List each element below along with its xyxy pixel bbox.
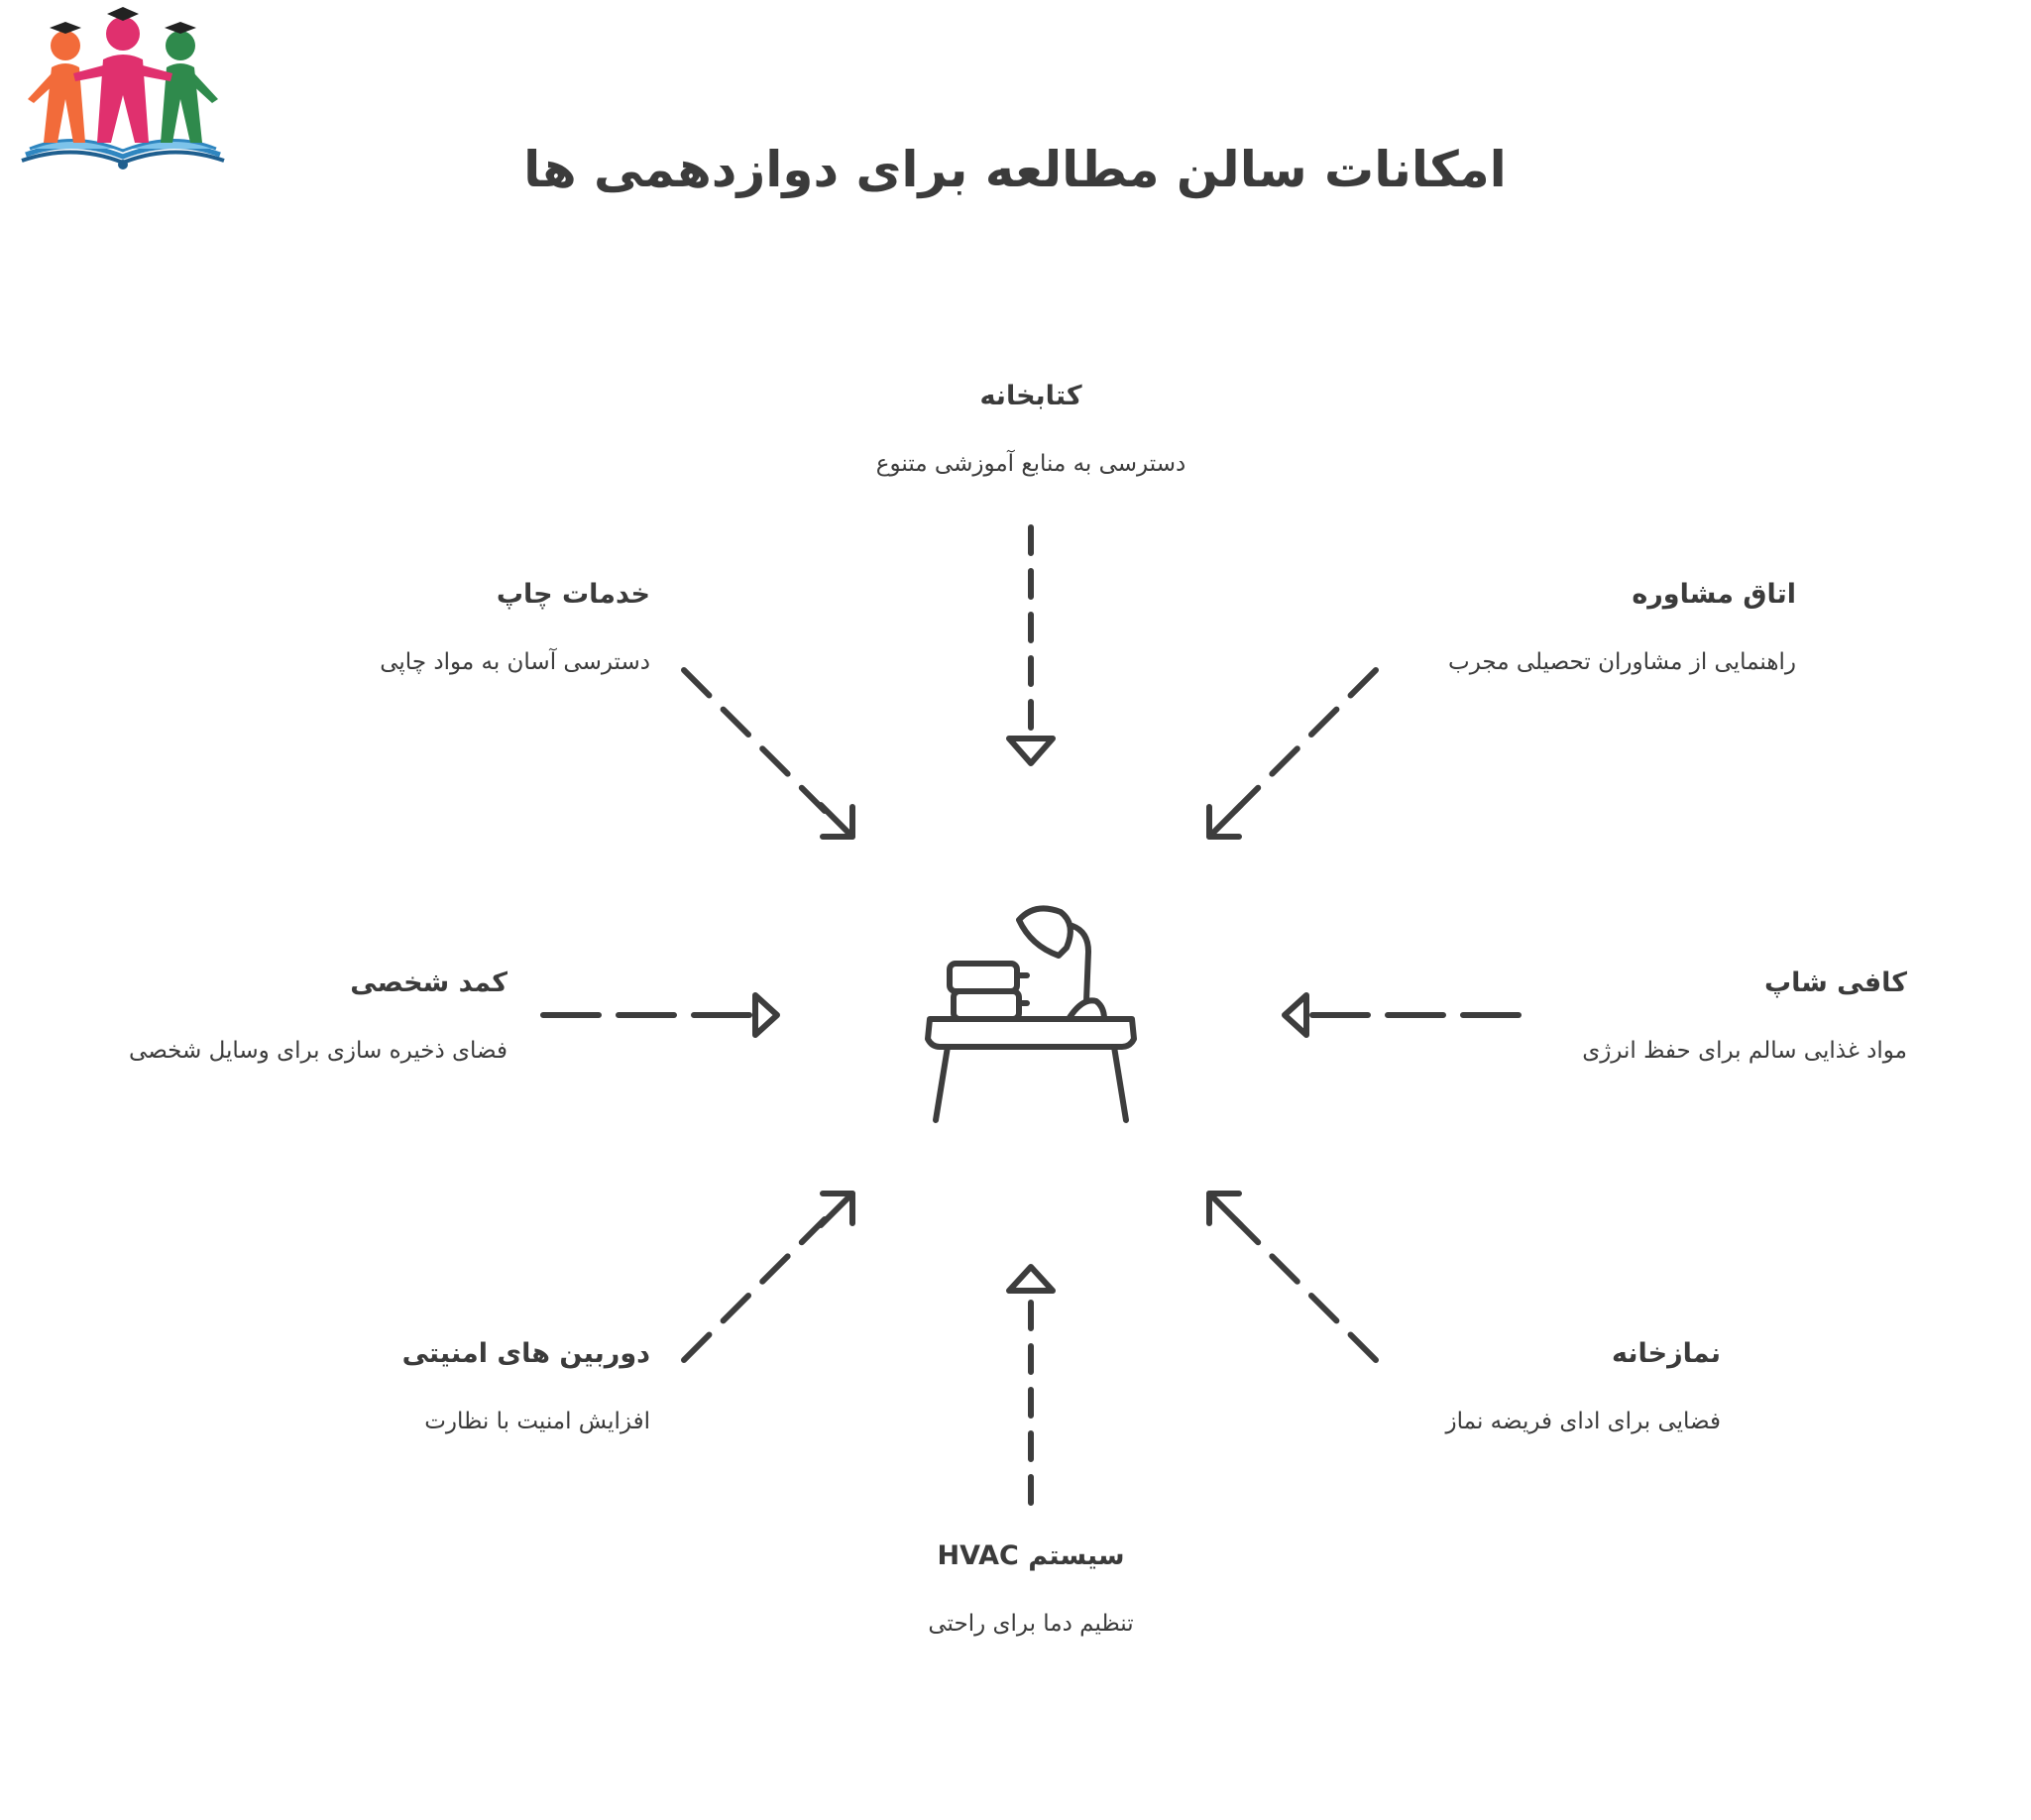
page-title: امکانات سالن مطالعه برای دوازدهمی ها (523, 141, 1507, 198)
arrow-coffee (1282, 992, 1522, 1038)
node-title: دوربین های امنیتی (401, 1338, 650, 1369)
arrow-prayer (1206, 1191, 1379, 1363)
node-description: فضایی برای ادای فریضه نماز (1445, 1409, 1721, 1434)
node-description: افزایش امنیت با نظارت (424, 1409, 650, 1434)
node-description: تنظیم دما برای راحتی (928, 1611, 1134, 1637)
node-coffee: کافی شاپ مواد غذایی سالم برای حفظ انرژی (1558, 967, 1907, 1064)
node-description: مواد غذایی سالم برای حفظ انرژی (1582, 1038, 1907, 1064)
arrow-print (681, 667, 855, 840)
node-cameras: دوربین های امنیتی افزایش امنیت با نظارت (373, 1338, 650, 1434)
node-counseling: اتاق مشاوره راهنمایی از مشاوران تحصیلی م… (1419, 579, 1796, 675)
node-description: فضای ذخیره سازی برای وسایل شخصی (129, 1038, 508, 1064)
education-logo-icon (21, 7, 225, 170)
study-desk-icon (925, 905, 1137, 1123)
node-description: دسترسی آسان به مواد چاپی (380, 649, 650, 675)
node-library: کتابخانه دسترسی به منابع آموزشی متنوع (833, 381, 1229, 477)
node-title: کمد شخصی (350, 967, 508, 998)
arrow-locker (540, 992, 780, 1038)
node-title: کتابخانه (979, 381, 1082, 411)
arrow-library (1006, 524, 1056, 766)
arrow-counseling (1206, 667, 1379, 840)
node-title: خدمات چاپ (496, 579, 650, 610)
node-title: اتاق مشاوره (1632, 579, 1796, 610)
node-description: دسترسی به منابع آموزشی متنوع (875, 451, 1186, 477)
node-title: نمازخانه (1611, 1338, 1721, 1369)
node-title: سیستم HVAC (937, 1540, 1125, 1571)
node-print: خدمات چاپ دسترسی آسان به مواد چاپی (297, 579, 650, 675)
arrow-cameras (681, 1191, 855, 1363)
node-hvac: سیستم HVAC تنظیم دما برای راحتی (833, 1540, 1229, 1637)
arrow-hvac (1006, 1264, 1056, 1506)
node-title: کافی شاپ (1763, 967, 1907, 998)
node-description: راهنمایی از مشاوران تحصیلی مجرب (1448, 649, 1796, 675)
node-prayer: نمازخانه فضایی برای ادای فریضه نماز (1415, 1338, 1721, 1434)
node-locker: کمد شخصی فضای ذخیره سازی برای وسایل شخصی (79, 967, 508, 1064)
